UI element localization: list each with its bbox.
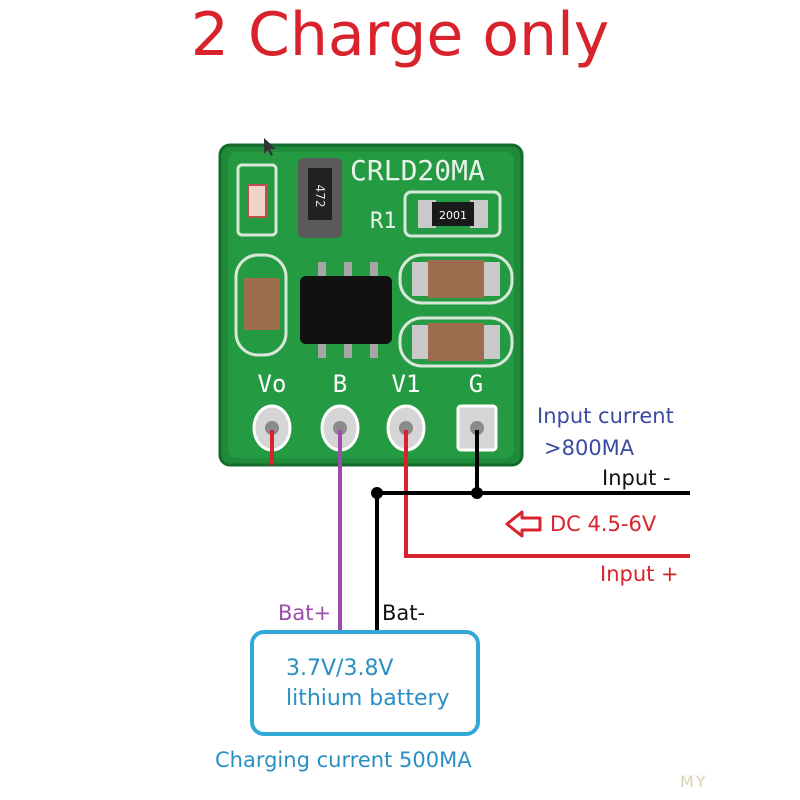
page-title: 2 Charge only	[190, 0, 610, 70]
pin-label-vo: Vo	[258, 370, 287, 398]
led-component	[236, 163, 278, 237]
battery-type: lithium battery	[286, 686, 450, 711]
r1-marking-text: 2001	[439, 209, 467, 222]
input-minus-label: Input -	[602, 466, 671, 490]
dc-arrow-icon	[505, 510, 542, 538]
input-current-label: Input current	[537, 404, 674, 428]
watermark: MY	[680, 772, 708, 791]
pin-label-b: B	[333, 370, 347, 398]
pin-label-v1: V1	[392, 370, 421, 398]
capacitor-right-top	[398, 253, 514, 305]
junction-bat-minus	[371, 487, 383, 499]
bat-plus-label: Bat+	[278, 601, 332, 625]
input-plus-label: Input +	[600, 562, 679, 586]
cursor-icon	[264, 138, 276, 156]
dc-range-label: DC 4.5-6V	[550, 512, 657, 536]
charging-current-label: Charging current 500MA	[215, 748, 472, 772]
resistor-r1: 2001	[403, 190, 502, 238]
junction-g	[471, 487, 483, 499]
input-current-value: >800MA	[544, 436, 635, 460]
wires	[270, 430, 690, 634]
board-name-text: CRLD20MA	[350, 154, 485, 187]
wire-input-plus	[404, 430, 690, 558]
pcb-board: CRLD20MA 472 R1 2001	[218, 143, 524, 467]
capacitor-left	[234, 253, 288, 357]
r1-label: R1	[370, 209, 397, 234]
bat-minus-label: Bat-	[382, 601, 426, 625]
pin-label-g: G	[469, 370, 483, 398]
capacitor-right-bottom	[398, 316, 514, 368]
battery-voltage: 3.7V/3.8V	[286, 656, 394, 681]
resistor-472-text: 472	[313, 185, 327, 208]
charger-ic	[300, 262, 392, 358]
battery-box: 3.7V/3.8V lithium battery	[250, 630, 480, 736]
resistor-472: 472	[298, 158, 342, 238]
